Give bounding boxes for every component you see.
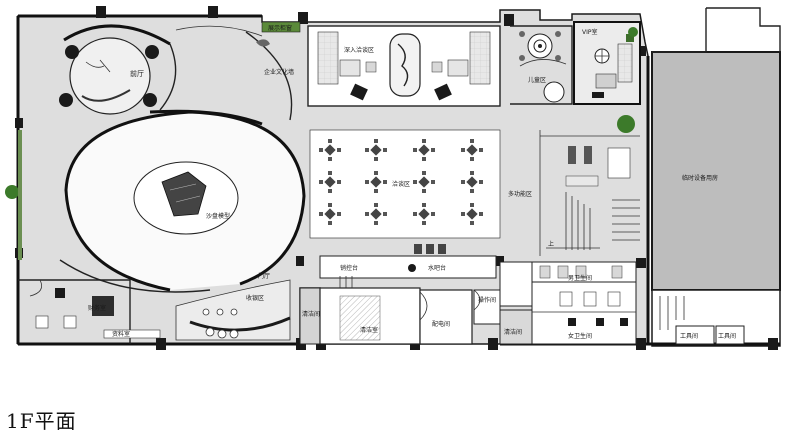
label-tool-room-2: 工具间: [718, 332, 736, 340]
culture-wall: [245, 21, 301, 121]
label-sales-counter: 销控台: [340, 264, 358, 272]
label-cleaning-room: 清洁间: [504, 328, 522, 336]
label-tag-top: 展示柜窗: [268, 24, 292, 32]
label-mens-wc: 男卫生间: [568, 274, 592, 282]
label-cleaning-storage: 清洁室: [360, 326, 378, 334]
multi-function-area: [539, 130, 640, 256]
label-lobby: 前厅: [130, 69, 144, 78]
label-cleaning: 清洁间: [302, 310, 320, 318]
counter-area: [319, 244, 497, 279]
plants: [5, 27, 638, 260]
finance-room: [18, 279, 161, 344]
stair: [339, 276, 353, 288]
label-negotiation: 洽谈区: [392, 180, 410, 188]
equipment-room: [651, 7, 781, 347]
label-vip: VIP室: [582, 28, 598, 36]
label-electric: 配电间: [432, 320, 450, 328]
deep-talk-area: [307, 25, 501, 107]
page-title: 1F平面: [6, 409, 77, 433]
label-temp-equipment: 临时设备用房: [682, 174, 718, 182]
label-culture-wall: 企业文化墙: [264, 68, 294, 76]
label-sand-table: 沙盘模型: [206, 212, 230, 220]
label-reception: 收银区: [246, 294, 264, 302]
label-archive: 资料室: [112, 330, 130, 338]
kids-area: [510, 25, 573, 105]
label-finance: 财务室: [88, 304, 106, 312]
negotiation-area: [309, 129, 501, 239]
label-entrance-lobby: 门厅: [258, 272, 270, 280]
sand-table-area: [59, 110, 306, 293]
vip-room: [573, 21, 641, 105]
label-kids: 儿童区: [528, 76, 546, 84]
label-tool-room-1: 工具间: [680, 332, 698, 340]
restrooms: [531, 261, 637, 345]
label-up-stair: 上: [548, 240, 554, 248]
label-deep-talk: 深入洽谈区: [344, 46, 374, 54]
service-rooms: [299, 261, 533, 345]
label-operation: 操作间: [478, 296, 496, 304]
tool-rooms: [659, 296, 745, 345]
label-water-bar: 水吧台: [428, 264, 446, 272]
label-womens-wc: 女卫生间: [568, 332, 592, 340]
lobby-area: [59, 24, 263, 126]
label-multi-function: 多功能区: [508, 190, 532, 198]
reception-area: [175, 279, 291, 341]
